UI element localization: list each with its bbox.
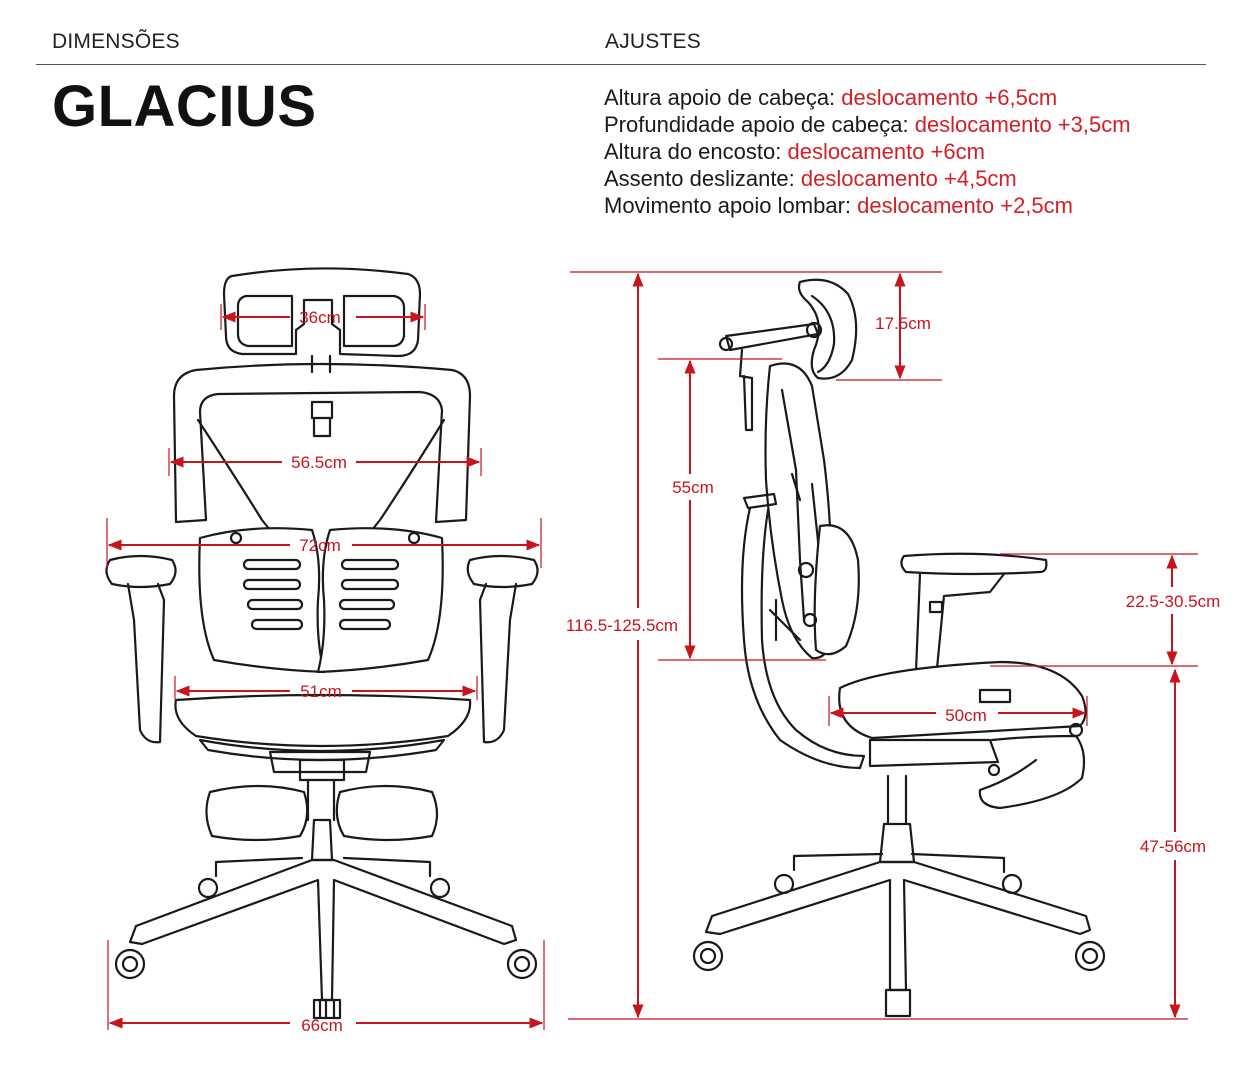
adjustment-value: deslocamento +6,5cm (841, 85, 1058, 110)
base-width-label: 66cm (301, 1016, 343, 1035)
backrest-height-label: 55cm (672, 478, 714, 497)
adjustment-label: Movimento apoio lombar: (604, 193, 852, 218)
adjustment-item-lumbar: Movimento apoio lombar: deslocamento +2,… (604, 192, 1131, 219)
dimension-lines (106, 271, 1198, 1030)
headrest-width-label: 36cm (299, 308, 341, 327)
adjustment-label: Profundidade apoio de cabeça: (604, 112, 909, 137)
dimensions-header: DIMENSÕES (52, 30, 180, 53)
adjustment-value: deslocamento +3,5cm (914, 112, 1131, 137)
front-view-chair (105, 267, 539, 1020)
adjustments-list: Altura apoio de cabeça: deslocamento +6,… (604, 84, 1131, 219)
seat-width-label: 51cm (300, 682, 342, 701)
total-height-label: 116.5-125.5cm (566, 616, 678, 635)
armrest-span-label: 72cm (299, 536, 341, 555)
adjustments-header: AJUSTES (605, 30, 701, 53)
armrest-height-label: 22.5-30.5cm (1126, 592, 1221, 611)
side-view-chair (692, 278, 1106, 1018)
header-divider (36, 64, 1206, 65)
adjustment-item-headrest-height: Altura apoio de cabeça: deslocamento +6,… (604, 84, 1131, 111)
adjustment-label: Altura do encosto: (604, 139, 782, 164)
adjustment-label: Assento deslizante: (604, 166, 795, 191)
adjustment-value: deslocamento +2,5cm (857, 193, 1073, 218)
adjustment-item-sliding-seat: Assento deslizante: deslocamento +4,5cm (604, 165, 1131, 192)
seat-height-label: 47-56cm (1140, 837, 1206, 856)
seat-depth-label: 50cm (945, 706, 987, 725)
adjustment-value: deslocamento +4,5cm (800, 166, 1017, 191)
adjustment-label: Altura apoio de cabeça: (604, 85, 836, 110)
adjustment-item-headrest-depth: Profundidade apoio de cabeça: deslocamen… (604, 111, 1131, 138)
adjustment-item-backrest-height: Altura do encosto: deslocamento +6cm (604, 138, 1131, 165)
product-title: GLACIUS (52, 74, 317, 139)
adjustment-value: deslocamento +6cm (787, 139, 985, 164)
backrest-width-label: 56.5cm (291, 453, 347, 472)
headrest-height-label: 17.5cm (875, 314, 931, 333)
